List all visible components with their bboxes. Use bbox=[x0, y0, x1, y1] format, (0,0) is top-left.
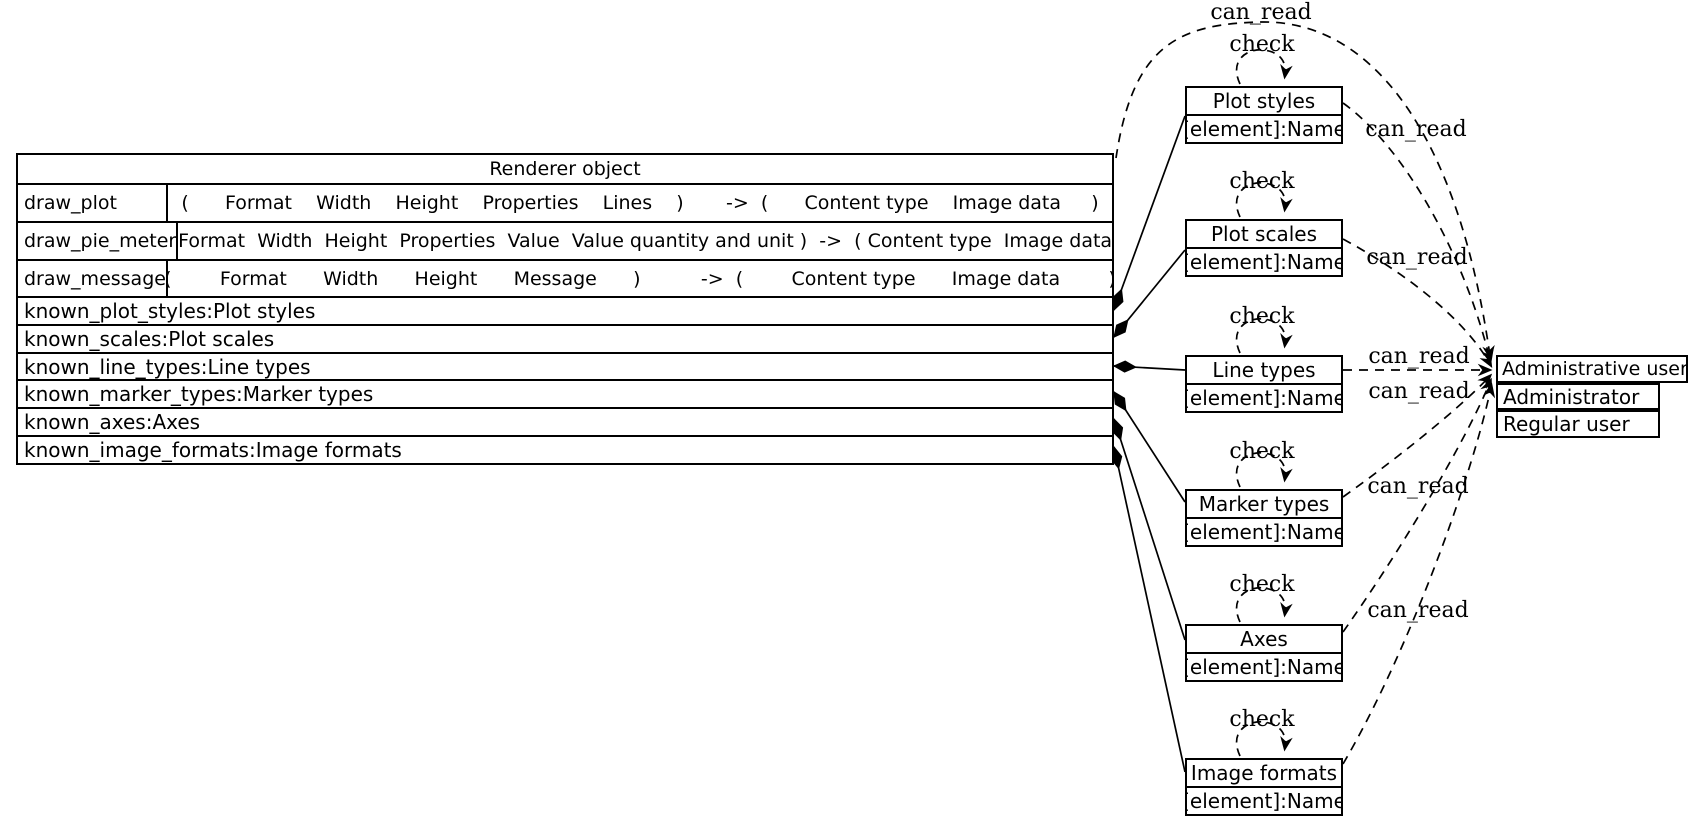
method-row-draw-plot: draw_plot ( Format Width Height Properti… bbox=[18, 183, 1112, 221]
edge-composition-marker-types bbox=[1113, 392, 1186, 503]
method-name: draw_plot bbox=[18, 185, 168, 221]
edge-can-read-plot-scales bbox=[1342, 238, 1493, 368]
edge-composition-axes bbox=[1114, 419, 1186, 641]
method-signature: ( Format Width Height Properties Lines )… bbox=[181, 192, 1099, 214]
node-plot-scales: Plot scales [element]:Name bbox=[1185, 219, 1343, 277]
user-row-regular-user: Regular user bbox=[1496, 410, 1660, 438]
node-axes: Axes [element]:Name bbox=[1185, 624, 1343, 682]
check-loop-axes bbox=[1235, 586, 1293, 623]
can-read-label-marker-types: can_read bbox=[1368, 379, 1470, 404]
node-title: Marker types bbox=[1187, 491, 1341, 519]
edge-composition-image-formats bbox=[1114, 447, 1186, 773]
method-signature: ( Format Width Height Properties Value V… bbox=[178, 230, 1112, 252]
can-read-label-image-formats: can_read bbox=[1367, 598, 1469, 623]
node-field: [element]:Name bbox=[1187, 250, 1341, 274]
node-title: Plot styles bbox=[1187, 88, 1341, 116]
can-read-label-plot-styles: can_read bbox=[1365, 117, 1467, 142]
check-label-line-types: check bbox=[1229, 304, 1295, 329]
attribute-row-known-scales: known_scales:Plot scales bbox=[18, 323, 1112, 352]
renderer-object-title: Renderer object bbox=[489, 158, 641, 180]
check-label-marker-types: check bbox=[1229, 439, 1295, 464]
method-row-draw-pie-meter: draw_pie_meter ( Format Width Height Pro… bbox=[18, 221, 1112, 259]
attribute-row-known-marker-types: known_marker_types:Marker types bbox=[18, 379, 1112, 407]
attribute-row-known-axes: known_axes:Axes bbox=[18, 407, 1112, 435]
node-field: [element]:Name bbox=[1187, 117, 1341, 141]
method-name: draw_message bbox=[18, 261, 168, 296]
edge-can-read-renderer bbox=[1115, 21, 1495, 361]
can-read-label-axes: can_read bbox=[1367, 474, 1469, 499]
check-loop-image-formats bbox=[1235, 720, 1293, 757]
node-field: [element]:Name bbox=[1187, 386, 1341, 410]
edge-composition-plot-scales bbox=[1114, 249, 1186, 337]
edge-can-read-axes bbox=[1342, 377, 1493, 633]
node-marker-types: Marker types [element]:Name bbox=[1185, 489, 1343, 547]
check-label-axes: check bbox=[1229, 572, 1295, 597]
check-label-image-formats: check bbox=[1229, 707, 1295, 732]
node-title: Axes bbox=[1187, 626, 1341, 654]
check-label-plot-scales: check bbox=[1229, 169, 1295, 194]
attribute-row-known-plot-styles: known_plot_styles:Plot styles bbox=[18, 296, 1112, 324]
method-row-draw-message: draw_message ( Format Width Height Messa… bbox=[18, 259, 1112, 296]
node-field: [element]:Name bbox=[1187, 520, 1341, 544]
edge-can-read-plot-styles bbox=[1342, 102, 1494, 365]
node-image-formats: Image formats [element]:Name bbox=[1185, 758, 1343, 816]
attribute-row-known-line-types: known_line_types:Line types bbox=[18, 351, 1112, 380]
can-read-label-line-types: can_read bbox=[1368, 344, 1470, 369]
node-plot-styles: Plot styles [element]:Name bbox=[1185, 86, 1343, 144]
node-administrative-user: Administrative user bbox=[1496, 355, 1688, 383]
attribute-row-known-image-formats: known_image_formats:Image formats bbox=[18, 435, 1112, 463]
method-name: draw_pie_meter bbox=[18, 223, 179, 259]
edge-composition-plot-styles bbox=[1114, 115, 1186, 310]
node-line-types: Line types [element]:Name bbox=[1185, 355, 1343, 413]
edge-composition-line-types bbox=[1114, 366, 1186, 370]
can-read-label-plot-scales: can_read bbox=[1366, 245, 1468, 270]
method-signature: ( Format Width Height Message ) -> ( Con… bbox=[168, 267, 1112, 290]
node-field: [element]:Name bbox=[1187, 655, 1341, 679]
can-read-label-renderer: can_read bbox=[1210, 0, 1312, 25]
user-row-administrator: Administrator bbox=[1496, 383, 1660, 410]
check-loop-plot-scales bbox=[1235, 181, 1293, 218]
check-loop-line-types bbox=[1235, 317, 1293, 354]
edge-can-read-image-formats bbox=[1342, 382, 1496, 765]
node-field: [element]:Name bbox=[1187, 789, 1341, 813]
check-loop-plot-styles bbox=[1235, 48, 1293, 85]
node-title: Line types bbox=[1187, 357, 1341, 385]
renderer-object-node: Renderer object draw_plot ( Format Width… bbox=[16, 153, 1114, 465]
node-title: Plot scales bbox=[1187, 221, 1341, 249]
node-title: Image formats bbox=[1187, 760, 1341, 788]
check-label-plot-styles: check bbox=[1229, 32, 1295, 57]
check-loop-marker-types bbox=[1235, 451, 1293, 488]
